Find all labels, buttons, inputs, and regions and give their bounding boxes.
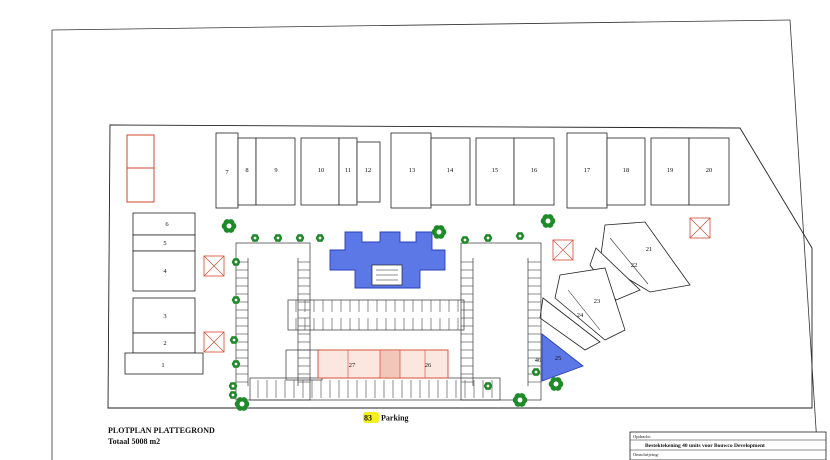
unit-label: 12 bbox=[365, 167, 372, 174]
tree-icon bbox=[483, 382, 493, 390]
title-block-label: Opdracht: bbox=[633, 434, 651, 439]
unit-label: 5 bbox=[163, 240, 166, 247]
unit-label: 14 bbox=[447, 167, 454, 174]
unit-label: 26 bbox=[425, 362, 432, 369]
unit-label: 25 bbox=[555, 355, 562, 362]
unit-label: 13 bbox=[409, 167, 416, 174]
unit-label: 10 bbox=[318, 167, 325, 174]
unit-label: 24 bbox=[577, 312, 584, 319]
unit-label: 46 bbox=[535, 357, 542, 364]
title-block-description: Bestektekening 40 units voor Bouwco Deve… bbox=[645, 443, 765, 449]
tree-icon bbox=[273, 234, 283, 242]
unit-label: 4 bbox=[163, 268, 167, 275]
top-row-buildings bbox=[215, 132, 730, 209]
tree-icon bbox=[515, 232, 525, 240]
tree-icon bbox=[460, 236, 470, 244]
unit-label: 2 bbox=[163, 340, 166, 347]
left-column-buildings bbox=[124, 212, 204, 375]
trellis-structures bbox=[203, 217, 711, 353]
parking-count: 83 bbox=[364, 414, 372, 423]
parking-count-highlight bbox=[363, 412, 379, 423]
tree-icon bbox=[512, 393, 528, 407]
trees bbox=[221, 214, 564, 411]
tree-icon bbox=[540, 214, 556, 228]
tree-icon bbox=[234, 397, 250, 411]
unit-label: 23 bbox=[594, 298, 601, 305]
tree-icon bbox=[231, 296, 241, 304]
unit-label: 8 bbox=[245, 167, 248, 174]
tree-icon bbox=[221, 219, 237, 233]
central-pool bbox=[329, 231, 446, 289]
tree-icon bbox=[483, 234, 493, 242]
unit-label: 16 bbox=[531, 167, 538, 174]
parking-label: Parking bbox=[381, 414, 409, 423]
tree-icon bbox=[228, 391, 238, 399]
unit-label: 21 bbox=[646, 246, 653, 253]
plot-boundary bbox=[107, 124, 813, 409]
central-building bbox=[317, 349, 449, 379]
tree-icon bbox=[431, 225, 447, 239]
plan-total-area: Totaal 5008 m2 bbox=[108, 437, 160, 446]
unit-label: 15 bbox=[492, 167, 499, 174]
plan-title: PLOTPLAN PLATTEGROND bbox=[108, 426, 215, 435]
tree-icon bbox=[229, 336, 239, 344]
parking-count-label: 83 Parking bbox=[363, 412, 409, 423]
drawing-frame bbox=[51, 19, 819, 460]
tree-icon bbox=[231, 360, 241, 368]
tree-icon bbox=[250, 234, 260, 242]
unit-label: 22 bbox=[631, 262, 638, 269]
unit-label: 3 bbox=[163, 313, 166, 320]
unit-label: 1 bbox=[161, 362, 164, 369]
title-block-label: Omschrijving: bbox=[633, 452, 659, 457]
right-angled-buildings bbox=[539, 221, 691, 351]
title-block: Opdracht: Bestektekening 40 units voor B… bbox=[629, 431, 827, 460]
tree-icon bbox=[231, 258, 241, 266]
unit-label: 20 bbox=[706, 167, 713, 174]
unit-label: 17 bbox=[584, 167, 591, 174]
tree-icon bbox=[228, 382, 238, 390]
tree-icon bbox=[295, 234, 305, 242]
tree-icon bbox=[531, 368, 541, 376]
unit-label: 11 bbox=[345, 167, 351, 174]
unit-label: 7 bbox=[225, 169, 229, 176]
red-outbuilding bbox=[126, 134, 155, 203]
unit-labels: 7 8 9 10 11 12 13 14 15 16 17 18 19 20 6… bbox=[161, 167, 712, 369]
pool-unit-25 bbox=[541, 333, 584, 382]
unit-label: 9 bbox=[274, 167, 277, 174]
tree-icon bbox=[548, 377, 564, 391]
tree-icon bbox=[315, 234, 325, 242]
unit-label: 18 bbox=[623, 167, 630, 174]
unit-label: 6 bbox=[165, 221, 169, 228]
unit-label: 27 bbox=[349, 362, 356, 369]
unit-label: 19 bbox=[667, 167, 674, 174]
